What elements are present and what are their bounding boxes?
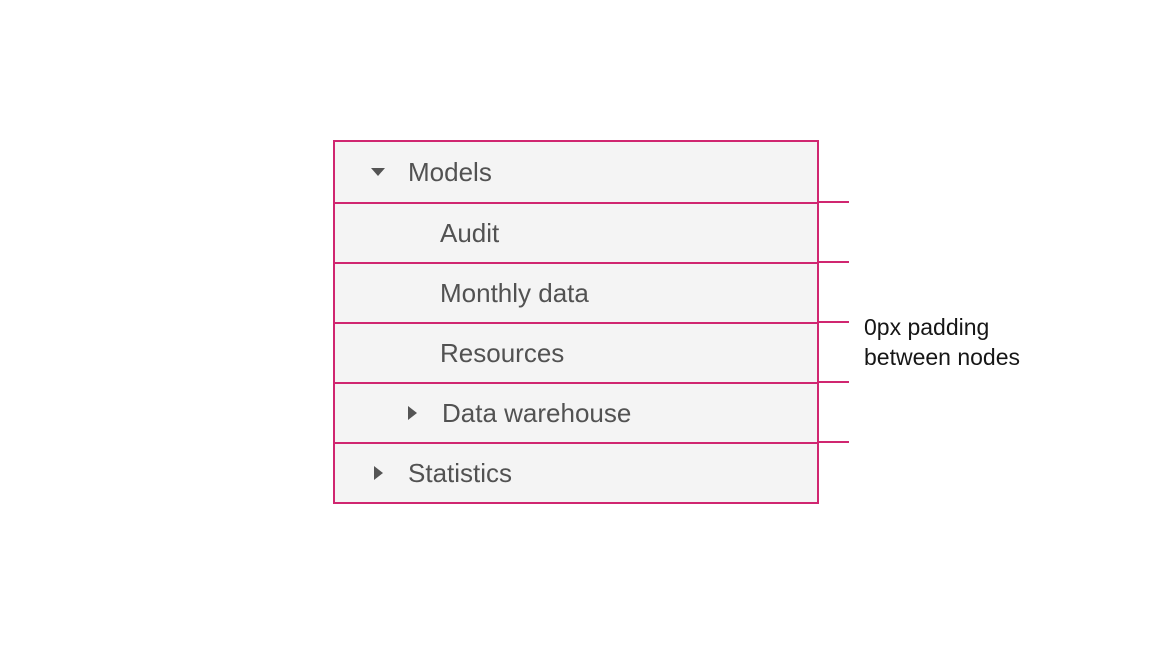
tree-node-data-warehouse[interactable]: Data warehouse — [335, 382, 817, 442]
tree-node-label: Models — [408, 157, 492, 187]
tree-node-label: Data warehouse — [442, 398, 632, 428]
tree-node-statistics[interactable]: Statistics — [335, 442, 817, 502]
annotation-tick-line — [817, 201, 849, 203]
caret-down-icon[interactable] — [370, 164, 386, 180]
tree-node-audit[interactable]: Audit — [335, 202, 817, 262]
tree-node-label: Monthly data — [440, 278, 589, 308]
annotation-tick-line — [817, 381, 849, 383]
annotation-tick-line — [817, 261, 849, 263]
annotation-tick-line — [817, 441, 849, 443]
annotation-tick-line — [817, 321, 849, 323]
tree-node-label: Audit — [440, 218, 500, 248]
caret-right-icon[interactable] — [404, 405, 420, 421]
tree-node-label: Resources — [440, 338, 565, 368]
tree-node-label: Statistics — [408, 458, 513, 488]
padding-annotation-label: 0px padding between nodes — [864, 314, 1021, 370]
tree-node-monthly-data[interactable]: Monthly data — [335, 262, 817, 322]
tree-node-models[interactable]: Models — [335, 142, 817, 202]
caret-right-icon[interactable] — [370, 465, 386, 481]
tree-view: Models Audit Monthly data Resources Data… — [333, 140, 819, 504]
tree-node-resources[interactable]: Resources — [335, 322, 817, 382]
